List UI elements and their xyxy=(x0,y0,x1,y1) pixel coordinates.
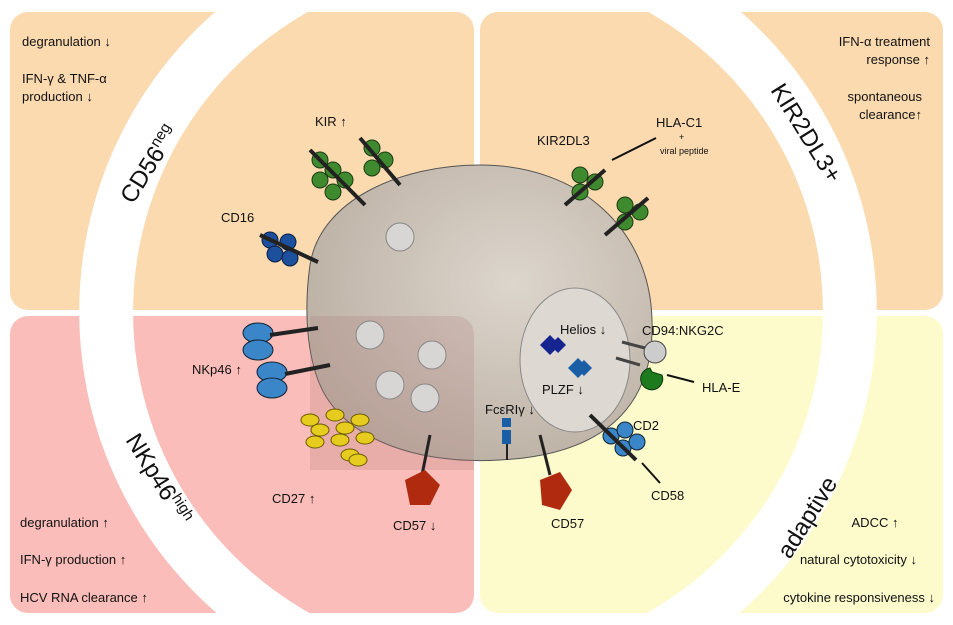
bl-degranulation: degranulation ↑ xyxy=(20,515,109,530)
label-kir2dl3: KIR2DL3 xyxy=(537,133,590,148)
tl-cytokine: IFN-γ & TNF-α xyxy=(22,71,107,86)
nucleus xyxy=(519,287,631,433)
label-fceri-gamma: FcεRIγ ↓ xyxy=(485,402,535,417)
label-plzf: PLZF ↓ xyxy=(542,382,584,397)
label-cd57-bl: CD57 ↓ xyxy=(393,518,436,533)
label-cd58: CD58 xyxy=(651,488,684,503)
label-plus: + xyxy=(679,132,684,142)
label-viral-peptide: viral peptide xyxy=(660,146,709,156)
br-cytokine-responsiveness: cytokine responsiveness ↓ xyxy=(783,590,935,605)
fceri-gamma-icon xyxy=(502,418,511,460)
tr-spontaneous: spontaneous xyxy=(848,89,923,104)
label-hla-e: HLA-E xyxy=(702,380,741,395)
label-helios: Helios ↓ xyxy=(560,322,606,337)
binding-arrow-icon xyxy=(641,462,661,484)
transcription-factor-icon xyxy=(540,335,592,378)
label-hla-c1: HLA-C1 xyxy=(656,115,702,130)
tr-ifn-treatment: IFN-α treatment xyxy=(839,34,931,49)
tr-response: response ↑ xyxy=(866,52,930,67)
bl-ifn: IFN-γ production ↑ xyxy=(20,552,126,567)
cd27-receptor-icon xyxy=(300,408,375,467)
label-cd57-br: CD57 xyxy=(551,516,584,531)
nkp46-receptor-icon xyxy=(242,322,331,399)
tl-degranulation: degranulation ↓ xyxy=(22,34,111,49)
br-natural-cytotoxicity: natural cytotoxicity ↓ xyxy=(800,552,917,567)
tl-production: production ↓ xyxy=(22,89,93,104)
label-cd2: CD2 xyxy=(633,418,659,433)
cd2-receptor-icon xyxy=(588,413,646,462)
tr-clearance: clearance↑ xyxy=(859,107,922,122)
cd16-receptor-icon xyxy=(259,231,319,267)
label-cd16: CD16 xyxy=(221,210,254,225)
br-adcc: ADCC ↑ xyxy=(852,515,899,530)
label-nkp46: NKp46 ↑ xyxy=(192,362,242,377)
label-cd94-nkg2c: CD94:NKG2C xyxy=(642,323,724,338)
cd94-nkg2c-receptor-icon xyxy=(615,340,667,391)
kir2dl3-receptor-icon xyxy=(563,166,650,237)
binding-arrow-icon xyxy=(611,137,657,161)
granules xyxy=(355,222,447,413)
label-kir: KIR ↑ xyxy=(315,114,347,129)
cd57-marker-icon xyxy=(405,434,572,510)
bl-hcv: HCV RNA clearance ↑ xyxy=(20,590,148,605)
binding-arrow-icon xyxy=(666,374,695,383)
kir-receptors-icon xyxy=(308,136,402,207)
label-cd27: CD27 ↑ xyxy=(272,491,315,506)
